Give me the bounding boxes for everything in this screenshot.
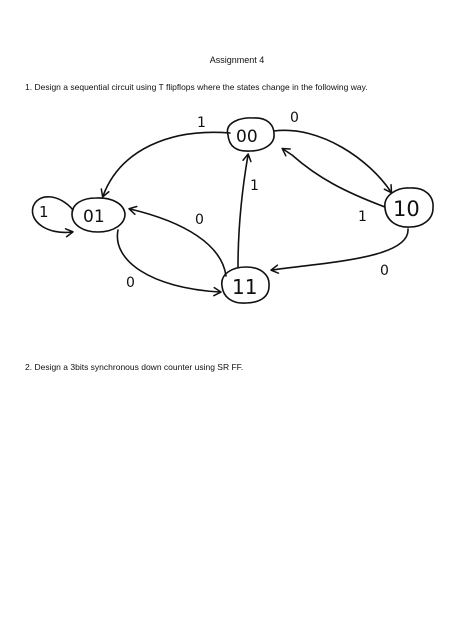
state-node-01: [71, 197, 126, 233]
self-loop-01: [31, 196, 74, 238]
question-2: 2. Design a 3bits synchronous down count…: [25, 362, 244, 372]
transition-11-to-01: [128, 205, 227, 277]
input-label-11-to-01: 0: [195, 212, 204, 228]
state-label-00: 00: [236, 127, 258, 147]
transition-10-to-00: [281, 147, 386, 208]
input-label-00-to-01: 1: [197, 115, 206, 131]
input-label-01-self: 1: [39, 203, 49, 221]
transition-10-to-11: [270, 228, 409, 274]
transition-00-to-01: [100, 131, 231, 198]
page-title: Assignment 4: [209, 55, 265, 65]
state-node-11: [221, 266, 270, 304]
transition-11-to-00: [237, 153, 252, 268]
state-label-10: 10: [393, 197, 420, 221]
transition-00-to-10: [273, 129, 393, 194]
state-label-01: 01: [83, 207, 105, 227]
state-label-11: 11: [232, 275, 257, 299]
transition-01-to-11: [116, 229, 222, 297]
input-label-10-to-11: 0: [380, 263, 389, 279]
input-label-10-to-00: 1: [358, 209, 367, 225]
input-label-01-to-11: 0: [126, 275, 135, 291]
input-label-11-to-00: 1: [250, 178, 259, 194]
state-node-00: [226, 117, 275, 152]
state-node-10: [384, 187, 434, 228]
input-label-00-to-10: 0: [290, 110, 299, 126]
question-1: 1. Design a sequential circuit using T f…: [25, 82, 368, 92]
